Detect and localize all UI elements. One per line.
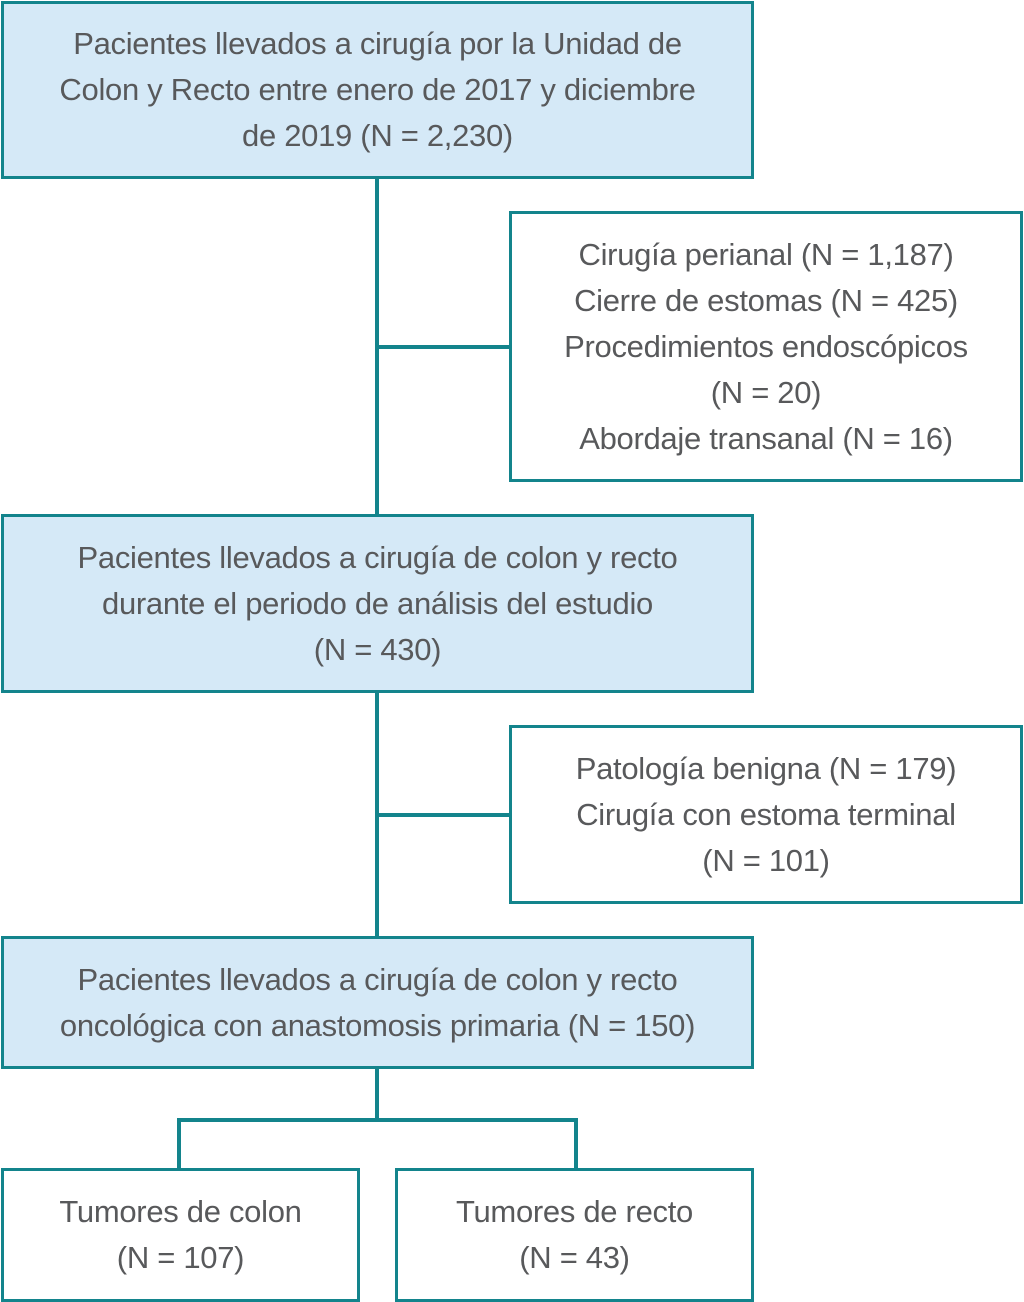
text-line: Cierre de estomas (N = 425) bbox=[574, 282, 958, 318]
text-line: oncológica con anastomosis primaria (N =… bbox=[59, 1007, 696, 1043]
box-rectum-tumors: Tumores de recto (N = 43) bbox=[395, 1168, 754, 1302]
box-analysis: Pacientes llevados a cirugía de colon y … bbox=[1, 514, 754, 693]
text-line: Pacientes llevados a cirugía por la Unid… bbox=[73, 26, 682, 61]
box-oncologic: Pacientes llevados a cirugía de colon y … bbox=[1, 936, 754, 1069]
text-line: Tumores de colon bbox=[59, 1194, 302, 1229]
text-line: durante el periodo de análisis del estud… bbox=[102, 585, 653, 621]
text-line: (N = 430) bbox=[313, 631, 442, 667]
text-line: (N = 101) bbox=[702, 842, 830, 878]
connector-split-vertical bbox=[375, 1065, 379, 1121]
text-line: Tumores de recto bbox=[456, 1194, 693, 1229]
box-start: Pacientes llevados a cirugía por la Unid… bbox=[1, 1, 754, 179]
text-line: Procedimientos endoscópicos bbox=[564, 328, 968, 364]
connector-split-horizontal bbox=[177, 1118, 578, 1122]
text-line: Colon y Recto entre enero de 2017 y dici… bbox=[59, 72, 696, 107]
box-excluded-2: Patología benigna (N = 179) Cirugía con … bbox=[509, 725, 1023, 904]
text-line: Cirugía perianal (N = 1,187) bbox=[578, 236, 954, 272]
text-line: (N = 20) bbox=[710, 374, 822, 410]
box-excluded-1: Cirugía perianal (N = 1,187) Cierre de e… bbox=[509, 211, 1023, 482]
connector-rectum bbox=[574, 1118, 578, 1172]
text-line: Abordaje transanal (N = 16) bbox=[579, 420, 953, 456]
text-line: Cirugía con estoma terminal bbox=[576, 796, 956, 832]
text-line: (N = 43) bbox=[519, 1240, 630, 1275]
connector-excluded2 bbox=[375, 813, 512, 817]
text-line: de 2019 (N = 2,230) bbox=[242, 118, 513, 153]
connector-colon bbox=[177, 1118, 181, 1172]
text-line: (N = 107) bbox=[116, 1240, 245, 1275]
text-line: Patología benigna (N = 179) bbox=[575, 750, 957, 786]
connector-excluded1 bbox=[375, 345, 512, 349]
text-line: Pacientes llevados a cirugía de colon y … bbox=[77, 961, 678, 997]
text-line: Pacientes llevados a cirugía de colon y … bbox=[77, 539, 678, 575]
box-colon-tumors: Tumores de colon (N = 107) bbox=[1, 1168, 360, 1302]
